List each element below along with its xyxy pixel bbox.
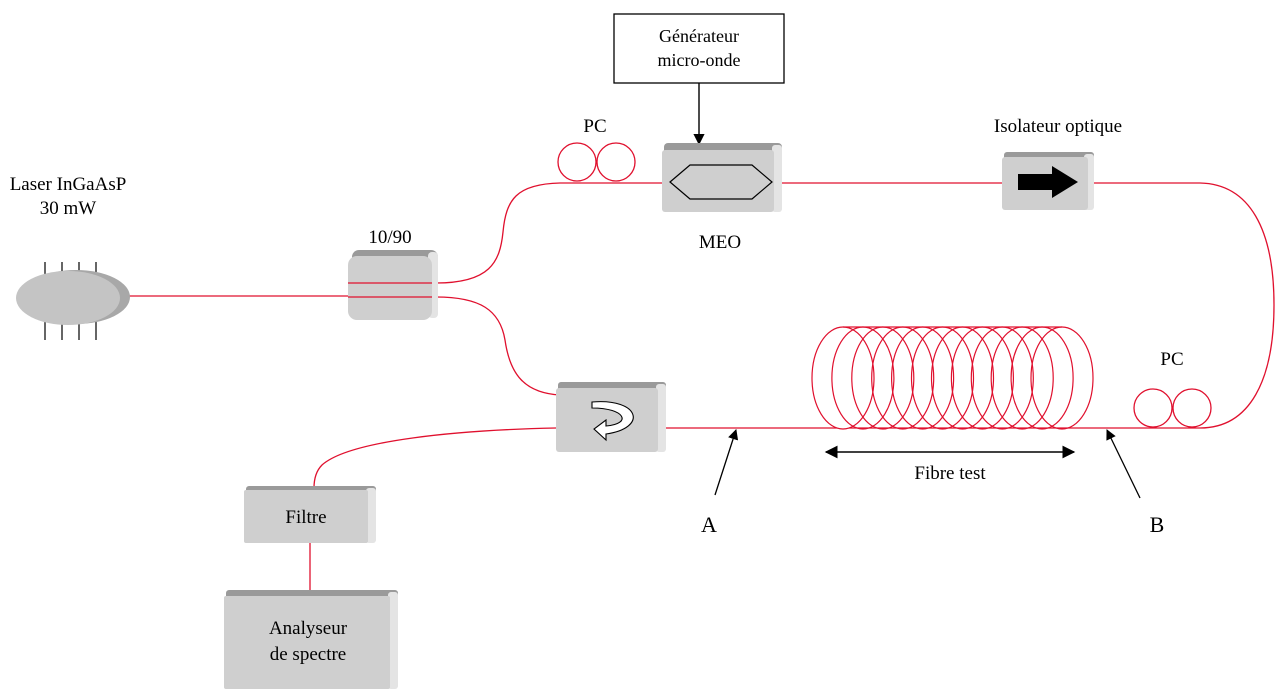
point-a-arrow [714,429,739,496]
point-b-marker: B [1106,429,1165,537]
analyzer-side [388,592,398,689]
optical-isolator: Isolateur optique [994,116,1122,210]
spectrum-analyzer: Analyseur de spectre [224,590,398,689]
spool-turn [970,326,1034,430]
spool-turn [1010,326,1074,430]
spool-turn [811,326,875,430]
polarization-controller-right: PC [1133,349,1212,428]
point-b-label: B [1150,512,1165,537]
coupler-body [348,256,432,320]
filter-label: Filtre [285,507,326,528]
laser-source: Laser InGaAsP 30 mW [10,174,130,340]
generator-box [613,13,785,84]
filter-side [366,488,376,543]
fibre-test-spool [811,326,1094,430]
analyzer-label-line2: de spectre [270,644,346,665]
circulator-body [556,388,658,452]
filter: Filtre [244,486,376,543]
generator-label-line2: micro-onde [658,50,741,70]
point-a-marker: A [701,429,739,537]
isolator-label: Isolateur optique [994,116,1122,137]
spool-turn [930,326,995,430]
spool-turn [871,326,935,430]
fiber-paths [127,182,1275,594]
fiber-isolator-to-loop [1094,182,1275,429]
fibre-test-span: Fibre test [824,445,1076,484]
generator-label-line1: Générateur [659,26,739,46]
pc-right-loop-1 [1133,388,1173,428]
spool-turn [890,326,955,430]
meo-side [772,145,782,212]
optical-circulator [556,382,666,452]
isolator-arrow-icon [1018,166,1078,198]
circulator-side [656,384,666,452]
spool-turn [910,326,975,430]
spool-turn [990,326,1054,430]
coupler-10-90: 10/90 [348,227,438,320]
meo-waveguide [669,164,773,200]
spool-turn [1030,326,1094,430]
fiber-coupler-to-circulator [435,296,561,396]
pc-right-loop-2 [1172,388,1212,428]
fiber-circulator-to-filter [313,427,557,489]
analyzer-label-line1: Analyseur [269,618,348,639]
coupler-label: 10/90 [368,227,411,248]
fibre-test-label: Fibre test [914,463,986,484]
pc-right-label: PC [1160,349,1183,370]
meo-label: MEO [699,232,741,253]
spool-turn [950,326,1015,430]
point-a-label: A [701,512,717,537]
filter-body [244,490,368,543]
point-b-arrow [1106,429,1141,499]
analyzer-body [224,596,390,689]
circulator-rotation-icon [591,401,634,442]
electro-optic-modulator: MEO [662,143,782,253]
laser-body [16,271,120,325]
pc-top-label: PC [583,116,606,137]
microwave-generator: Générateur micro-onde [613,13,785,146]
laser-label-line2: 30 mW [40,198,97,219]
polarization-controller-top: PC [557,116,636,182]
pc-top-loop-2 [596,142,636,182]
pc-top-loop-1 [557,142,597,182]
fiber-coupler-to-pc [435,182,662,284]
laser-label-line1: Laser InGaAsP [10,174,127,195]
